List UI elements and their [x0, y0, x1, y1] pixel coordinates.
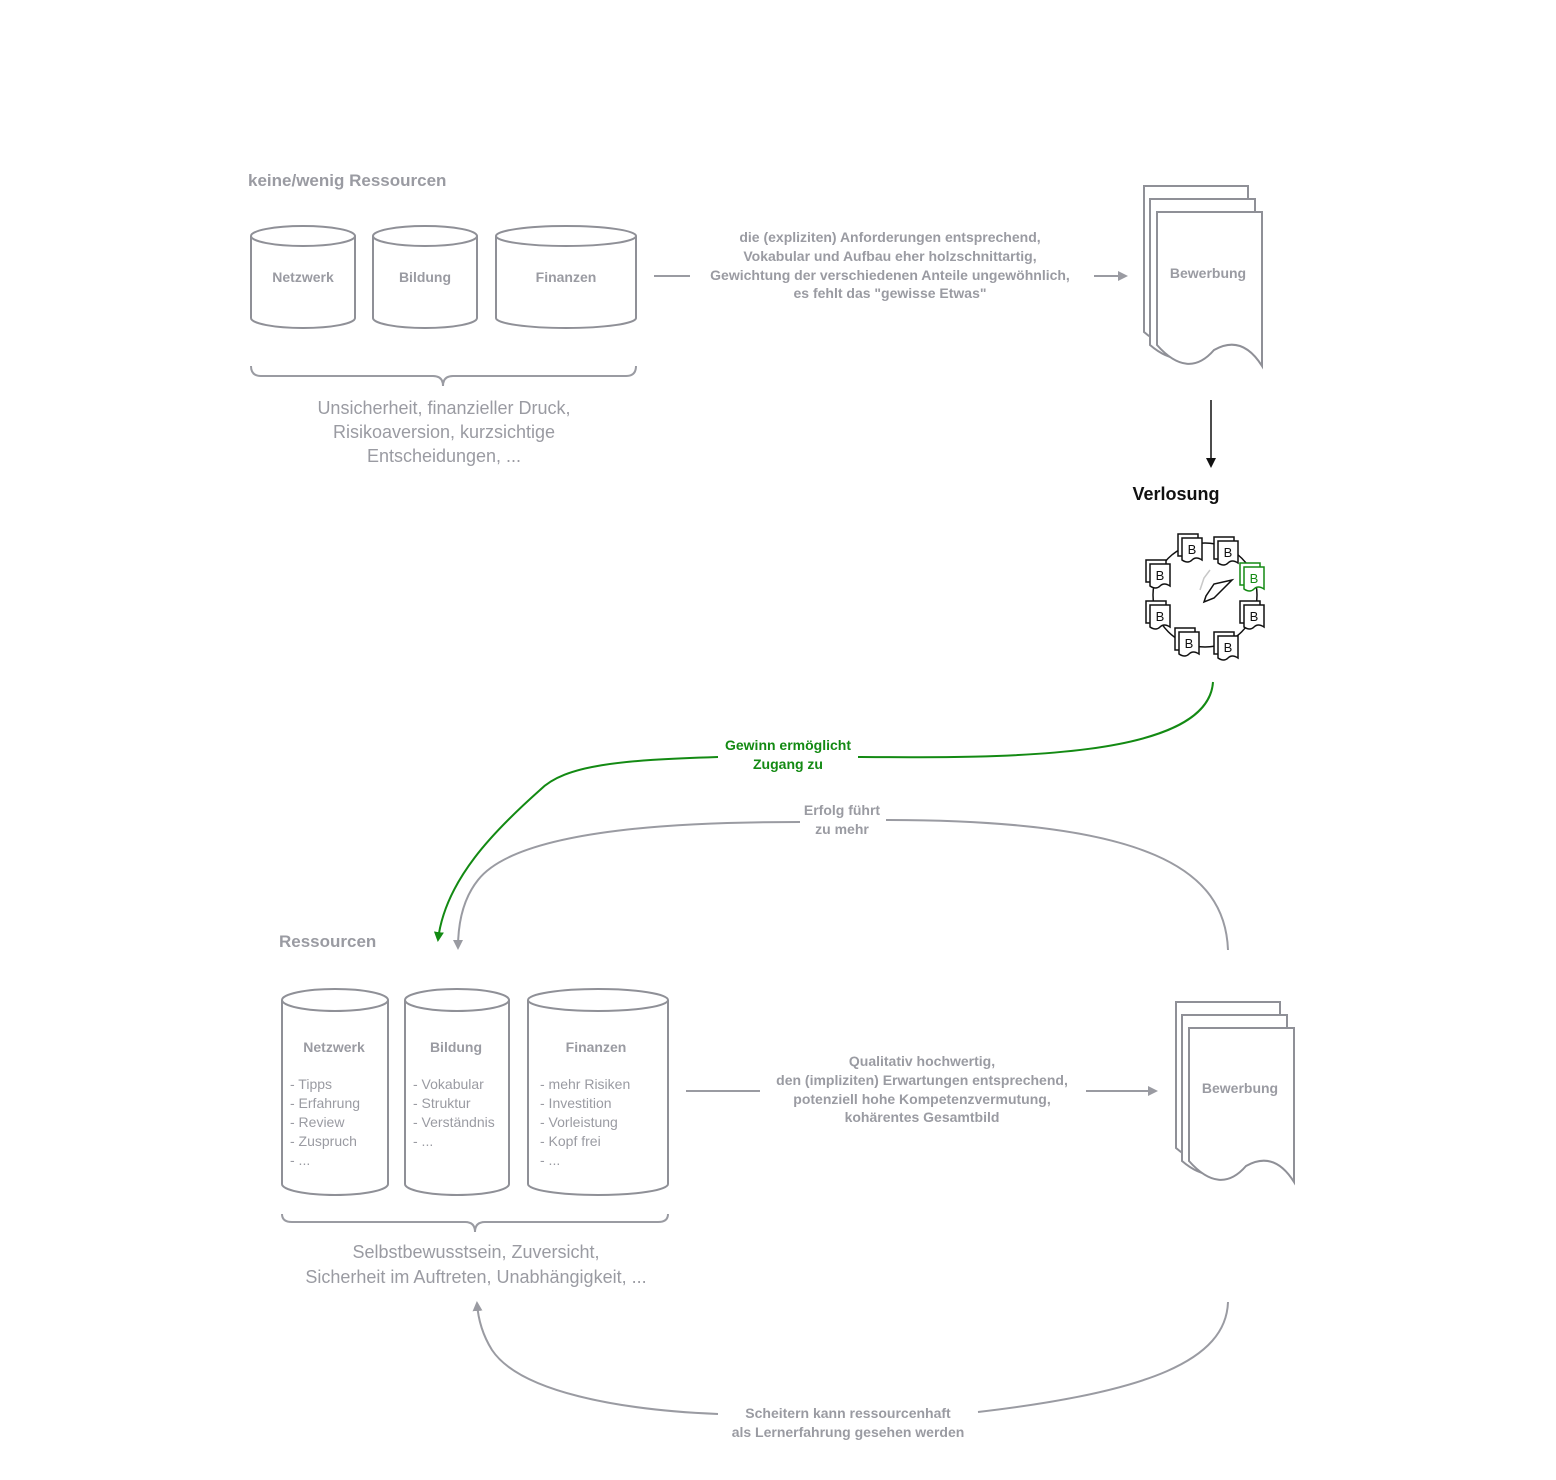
svg-text:- Vorleistung: - Vorleistung [540, 1114, 618, 1130]
bottom-cylinder-title: Bildung [430, 1039, 482, 1055]
bottom-cylinder-netzwerk: Netzwerk - Tipps - Erfahrung - Review - … [281, 988, 389, 1196]
top-cylinder-bildung: Bildung [372, 225, 478, 329]
svg-text:die (expliziten) Anforderungen: die (expliziten) Anforderungen entsprech… [739, 229, 1040, 245]
bottom-title: Ressourcen [279, 932, 376, 951]
svg-text:B: B [1224, 640, 1233, 655]
svg-text:Entscheidungen, ...: Entscheidungen, ... [367, 446, 521, 466]
svg-text:Selbstbewusstsein, Zuversicht,: Selbstbewusstsein, Zuversicht, [352, 1242, 599, 1262]
top-document-label: Bewerbung [1170, 265, 1246, 281]
svg-text:B: B [1250, 609, 1259, 624]
win-edge-label: Gewinn ermöglicht Zugang zu [725, 737, 851, 772]
svg-text:den (impliziten) Erwartungen e: den (impliziten) Erwartungen entsprechen… [776, 1072, 1068, 1088]
svg-text:B: B [1188, 542, 1197, 557]
svg-text:Sicherheit im Auftreten, Unabh: Sicherheit im Auftreten, Unabhängigkeit,… [305, 1267, 646, 1287]
top-brace-text: Unsicherheit, finanzieller Druck, Risiko… [317, 398, 570, 466]
top-cylinder-label: Bildung [399, 269, 451, 285]
win-edge-upper [857, 681, 1214, 759]
pointer-icon [1202, 578, 1235, 604]
svg-text:- Vokabular: - Vokabular [413, 1076, 484, 1092]
ticket-icon: B [1174, 627, 1200, 657]
svg-text:Risikoaversion, kurzsichtige: Risikoaversion, kurzsichtige [333, 422, 555, 442]
top-edge-label: die (expliziten) Anforderungen entsprech… [710, 229, 1070, 301]
top-document-stack: Bewerbung [1143, 185, 1263, 370]
failure-edge-left [472, 1301, 719, 1415]
svg-text:- Verständnis: - Verständnis [413, 1114, 495, 1130]
svg-text:potenziell hohe Kompetenzvermu: potenziell hohe Kompetenzvermutung, [793, 1091, 1050, 1107]
bottom-brace-text: Selbstbewusstsein, Zuversicht, Sicherhei… [305, 1242, 646, 1287]
svg-text:- Tipps: - Tipps [290, 1076, 332, 1092]
svg-text:Qualitativ hochwertig,: Qualitativ hochwertig, [849, 1053, 995, 1069]
success-edge-label: Erfolg führt zu mehr [804, 802, 881, 837]
ticket-icon: B [1213, 536, 1239, 566]
svg-text:Gewinn ermöglicht: Gewinn ermöglicht [725, 737, 851, 753]
lottery-title: Verlosung [1132, 484, 1219, 504]
ticket-icon: B [1145, 600, 1171, 630]
bottom-cylinder-title: Netzwerk [303, 1039, 365, 1055]
svg-text:- Erfahrung: - Erfahrung [290, 1095, 360, 1111]
bottom-brace [281, 1213, 669, 1233]
svg-text:B: B [1224, 545, 1233, 560]
svg-text:Unsicherheit, finanzieller Dru: Unsicherheit, finanzieller Druck, [317, 398, 570, 418]
top-title: keine/wenig Ressourcen [248, 171, 446, 190]
top-brace [250, 365, 637, 387]
bottom-edge-label: Qualitativ hochwertig, den (impliziten) … [776, 1053, 1068, 1125]
top-cylinder-label: Finanzen [536, 269, 597, 285]
success-edge-right [885, 819, 1229, 951]
svg-text:- Struktur: - Struktur [413, 1095, 471, 1111]
top-cylinder-label: Netzwerk [272, 269, 334, 285]
ticket-icon: B [1213, 631, 1239, 661]
top-cylinder-finanzen: Finanzen [495, 225, 637, 329]
svg-text:B: B [1185, 636, 1194, 651]
svg-text:- ...: - ... [540, 1152, 560, 1168]
svg-text:kohärentes Gesamtbild: kohärentes Gesamtbild [845, 1109, 1000, 1125]
svg-text:B: B [1156, 609, 1165, 624]
win-edge-lower [433, 756, 719, 942]
svg-text:- mehr Risiken: - mehr Risiken [540, 1076, 630, 1092]
svg-text:als Lernerfahrung gesehen werd: als Lernerfahrung gesehen werden [732, 1424, 965, 1440]
svg-text:- ...: - ... [290, 1152, 310, 1168]
bottom-cylinder-finanzen: Finanzen - mehr Risiken - Investition - … [527, 988, 669, 1196]
lottery-wheel: B B B B B B B B [1145, 533, 1265, 661]
svg-text:B: B [1250, 571, 1259, 586]
ticket-icon: B [1145, 559, 1171, 589]
ticket-icon: B [1239, 600, 1265, 630]
svg-text:- Zuspruch: - Zuspruch [290, 1133, 357, 1149]
svg-text:es fehlt das "gewisse Etwas": es fehlt das "gewisse Etwas" [793, 285, 986, 301]
svg-text:Erfolg führt: Erfolg führt [804, 802, 881, 818]
failure-edge-label: Scheitern kann ressourcenhaft als Lerner… [732, 1405, 965, 1440]
svg-text:Zugang zu: Zugang zu [753, 756, 823, 772]
svg-text:Gewichtung der verschiedenen A: Gewichtung der verschiedenen Anteile ung… [710, 267, 1070, 283]
bottom-document-stack: Bewerbung [1175, 1001, 1295, 1186]
svg-text:Scheitern kann ressourcenhaft: Scheitern kann ressourcenhaft [745, 1405, 951, 1421]
svg-text:- Review: - Review [290, 1114, 345, 1130]
svg-text:B: B [1156, 568, 1165, 583]
ticket-icon: B [1177, 533, 1203, 563]
svg-text:Vokabular und Aufbau eher holz: Vokabular und Aufbau eher holzschnittart… [743, 248, 1036, 264]
bottom-cylinder-bildung: Bildung - Vokabular - Struktur - Verstän… [404, 988, 510, 1196]
ticket-icon-winner: B [1239, 562, 1265, 592]
svg-text:- Kopf frei: - Kopf frei [540, 1133, 601, 1149]
success-edge-left [453, 821, 801, 950]
top-cylinder-netzwerk: Netzwerk [250, 225, 356, 329]
bottom-document-label: Bewerbung [1202, 1080, 1278, 1096]
svg-text:- Investition: - Investition [540, 1095, 612, 1111]
svg-text:zu mehr: zu mehr [815, 821, 869, 837]
failure-edge-right [977, 1301, 1229, 1413]
bottom-cylinder-title: Finanzen [566, 1039, 627, 1055]
svg-text:- ...: - ... [413, 1133, 433, 1149]
